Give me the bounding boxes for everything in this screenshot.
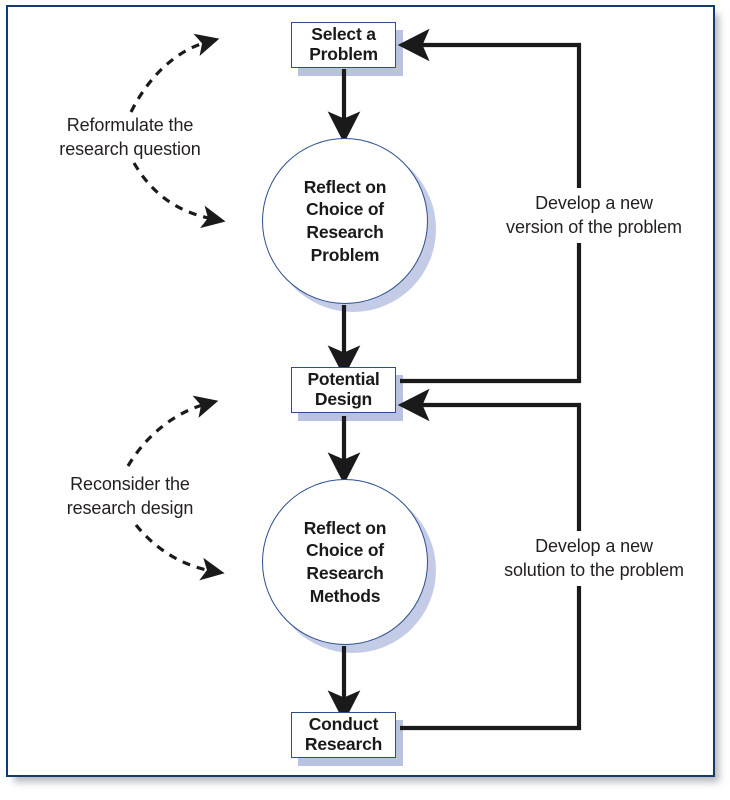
node-reflect-methods-label: Reflect on Choice of Research Methods [303, 517, 387, 606]
node-reflect-problem-label: Reflect on Choice of Research Problem [303, 176, 387, 265]
node-select-a-problem-label: Select a Problem [309, 24, 378, 64]
dashed-arrow-reconsider-up [126, 395, 219, 467]
node-potential-design-label: Potential Design [307, 369, 380, 409]
node-potential-design[interactable]: Potential Design [291, 367, 396, 413]
dashed-arrow-reformulate-up [129, 33, 220, 113]
node-select-a-problem[interactable]: Select a Problem [291, 22, 396, 68]
dashed-arrow-reconsider-down [134, 523, 225, 581]
dashed-arrow-reformulate-down [132, 162, 226, 229]
node-conduct-research[interactable]: Conduct Research [291, 712, 396, 758]
annotation-reformulate-research-question: Reformulate the research question [59, 115, 201, 160]
annotation-reconsider-research-design: Reconsider the research design [66, 474, 194, 519]
node-reflect-on-choice-of-research-methods[interactable]: Reflect on Choice of Research Methods [262, 479, 428, 645]
node-reflect-on-choice-of-research-problem[interactable]: Reflect on Choice of Research Problem [262, 138, 428, 304]
annotation-develop-new-version-of-problem: Develop a new version of the problem [488, 188, 700, 243]
node-conduct-research-label: Conduct Research [304, 714, 383, 754]
annotation-develop-new-solution-to-problem: Develop a new solution to the problem [485, 531, 703, 586]
